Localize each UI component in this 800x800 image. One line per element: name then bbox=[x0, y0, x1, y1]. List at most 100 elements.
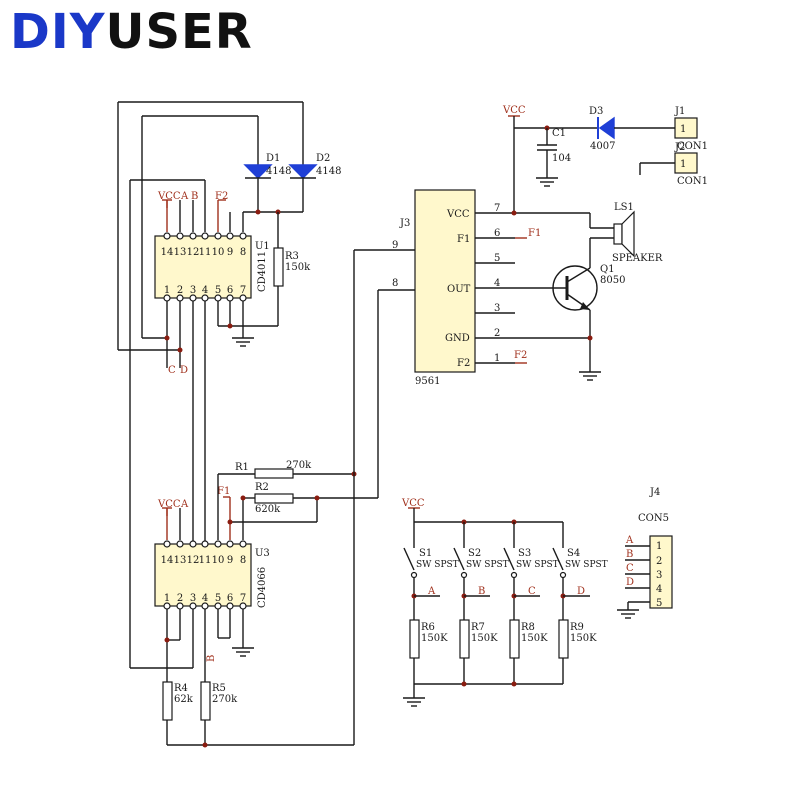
s1-net: A bbox=[427, 586, 436, 597]
j4-net-a: A bbox=[625, 535, 634, 546]
j3-pin-f1: F1 bbox=[457, 234, 470, 245]
u1-ref: U1 bbox=[255, 241, 270, 252]
r1-ref: R1 bbox=[235, 462, 249, 473]
j4-name: CON5 bbox=[638, 513, 669, 524]
d3-ref: D3 bbox=[589, 106, 603, 117]
u1-label-a: A bbox=[180, 191, 189, 202]
u3-label-f1: F1 bbox=[217, 486, 230, 497]
j1-ref: J1 bbox=[674, 106, 685, 117]
r5-ref: R5 bbox=[212, 683, 226, 694]
j2-ref: J2 bbox=[674, 142, 685, 153]
r7-body bbox=[459, 619, 470, 659]
net-label-c: C bbox=[168, 365, 176, 376]
r9-body bbox=[558, 619, 569, 659]
ls1-name: SPEAKER bbox=[612, 253, 663, 264]
q1-ref: Q1 bbox=[600, 264, 615, 275]
d2-ref: D2 bbox=[316, 153, 330, 164]
j4-net-d: D bbox=[626, 577, 634, 588]
j3-body bbox=[414, 189, 476, 373]
j4-pin-4: 4 bbox=[656, 584, 662, 595]
connector-j4: J4 CON5 1 2 3 4 5 A B C D bbox=[616, 487, 673, 619]
r2-ref: R2 bbox=[255, 482, 269, 493]
s4-ref: S4 bbox=[567, 548, 580, 559]
j3-pin8: 8 bbox=[392, 278, 398, 289]
r2-value: 620k bbox=[255, 504, 281, 515]
power-section: VCC C1 104 D3 4007 1 J1 CON1 1 J2 CON1 bbox=[502, 105, 708, 216]
logo-part-user: USER bbox=[105, 4, 253, 60]
j3-part: 9561 bbox=[415, 376, 440, 387]
j3-pin9: 9 bbox=[392, 240, 398, 251]
u1-pin-6: 6 bbox=[227, 285, 233, 296]
r6-body bbox=[409, 619, 420, 659]
u3-pin-14: 14 bbox=[161, 555, 174, 566]
u1-label-vcc: VCC bbox=[157, 191, 181, 202]
r3-ref: R3 bbox=[285, 251, 299, 262]
j3-pin3: 3 bbox=[494, 303, 500, 314]
j4-pin-1: 1 bbox=[656, 541, 662, 552]
u3-bottom-pins: 1 2 3 4 5 6 7 bbox=[163, 593, 247, 610]
switch-s4: S4 SW SPST D R9 150K bbox=[552, 522, 608, 684]
j3-pin-out: OUT bbox=[447, 284, 471, 295]
speaker-body bbox=[613, 223, 623, 245]
r6-ref: R6 bbox=[421, 622, 435, 633]
r4-body bbox=[162, 681, 173, 721]
s3-type: SW SPST bbox=[516, 560, 559, 570]
u3-top-pins: 14 13 12 11 10 9 8 bbox=[161, 540, 247, 566]
r8-body bbox=[509, 619, 520, 659]
r7-ref: R7 bbox=[471, 622, 485, 633]
s2-net: B bbox=[478, 586, 485, 597]
u3-ref: U3 bbox=[255, 548, 270, 559]
u1-top-pins: 14 13 12 11 10 9 8 bbox=[161, 232, 247, 258]
u1-pin-4: 4 bbox=[202, 285, 208, 296]
u1-diode-network: D1 4148 D2 4148 R3 150k C D bbox=[117, 101, 341, 668]
u3-pin-2: 2 bbox=[177, 593, 183, 604]
logo-part-diy: DIY bbox=[10, 4, 106, 60]
u1-pin-3: 3 bbox=[190, 285, 196, 296]
j3-pin-f2: F2 bbox=[457, 358, 470, 369]
ic-u3: 14 13 12 11 10 9 8 1 2 3 4 5 6 7 U3 CD40… bbox=[154, 486, 270, 610]
j4-ref: J4 bbox=[649, 487, 660, 498]
j3-pin4: 4 bbox=[494, 278, 500, 289]
u3-pin-9: 9 bbox=[227, 555, 233, 566]
net-label-b: B bbox=[206, 655, 217, 662]
vcc-switch-label: VCC bbox=[401, 498, 425, 509]
u3-pin-1: 1 bbox=[164, 593, 170, 604]
c1-ref: C1 bbox=[552, 128, 566, 139]
ic-u1: 14 13 12 11 10 9 8 1 2 3 4 5 6 7 U1 CD40… bbox=[154, 191, 270, 302]
r7-value: 150K bbox=[471, 633, 498, 644]
j4-body bbox=[649, 535, 673, 609]
vcc-top-label: VCC bbox=[502, 105, 526, 116]
u3-pin-4: 4 bbox=[202, 593, 208, 604]
u1-body bbox=[154, 235, 252, 299]
u3-pin-8: 8 bbox=[240, 555, 246, 566]
q1-part: 8050 bbox=[600, 275, 625, 286]
switch-s1: S1 SW SPST A R6 150K bbox=[403, 522, 459, 698]
u3-label-a: A bbox=[180, 499, 189, 510]
s1-ref: S1 bbox=[419, 548, 432, 559]
d3-value: 4007 bbox=[590, 141, 615, 152]
u1-pin-13: 13 bbox=[174, 247, 187, 258]
r6-value: 150K bbox=[421, 633, 448, 644]
j4-pin-2: 2 bbox=[656, 556, 662, 567]
j3-net-f2: F2 bbox=[514, 350, 527, 361]
s3-ref: S3 bbox=[518, 548, 531, 559]
r1-value: 270k bbox=[286, 460, 312, 471]
speaker-stage: LS1 SPEAKER Q1 8050 bbox=[515, 202, 663, 381]
switch-s3: S3 SW SPST C R8 150K bbox=[503, 522, 559, 684]
u3-pin-12: 12 bbox=[187, 555, 200, 566]
j3-net-f1: F1 bbox=[528, 228, 541, 239]
u1-pin-9: 9 bbox=[227, 247, 233, 258]
u3-label-vcc: VCC bbox=[157, 499, 181, 510]
j3-pin1: 1 bbox=[494, 353, 500, 364]
s2-ref: S2 bbox=[468, 548, 481, 559]
j2-name: CON1 bbox=[677, 176, 708, 187]
ic-j3-9561: J3 9561 VCC F1 OUT GND F2 7 6 5 4 3 2 1 … bbox=[392, 189, 541, 387]
d1-value: 4148 bbox=[266, 166, 291, 177]
j3-pin-vcc: VCC bbox=[446, 209, 470, 220]
u1-label-b: B bbox=[191, 191, 198, 202]
r8-ref: R8 bbox=[521, 622, 535, 633]
r2-body bbox=[254, 493, 294, 504]
d2-value: 4148 bbox=[316, 166, 341, 177]
u3-network: R1 270k R2 620k B R4 62k R5 bbox=[130, 249, 415, 748]
u3-pin-6: 6 bbox=[227, 593, 233, 604]
